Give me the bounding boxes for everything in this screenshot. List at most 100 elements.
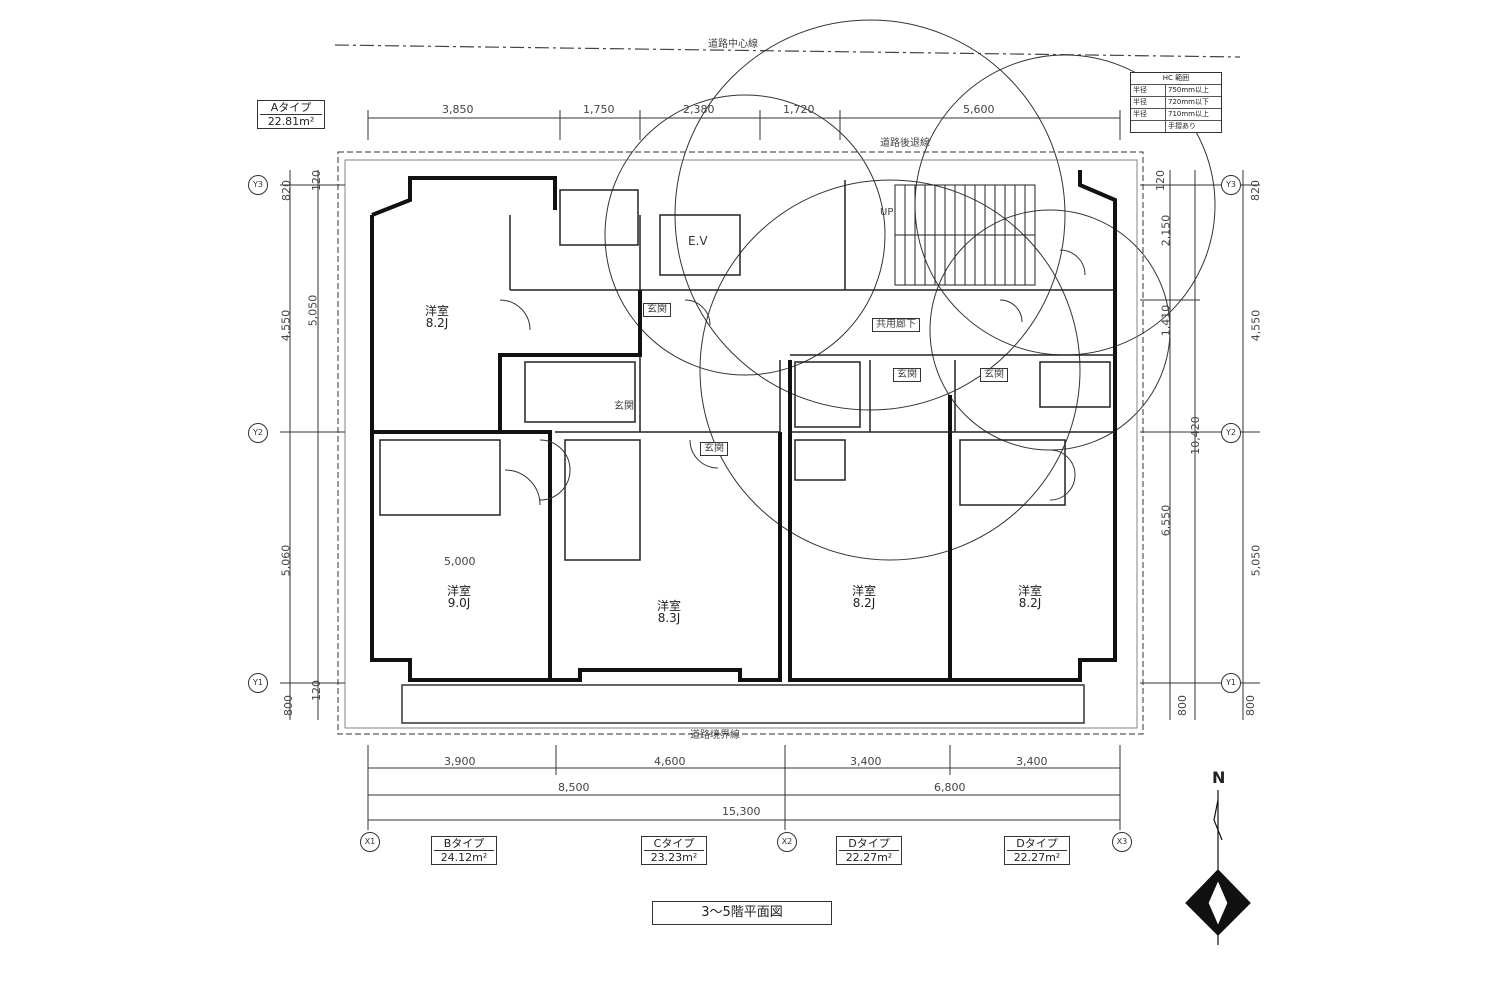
left-dim: 120	[310, 680, 323, 701]
left-dim: 820	[280, 180, 293, 201]
entrance-label: 玄関	[700, 442, 728, 456]
balcony	[401, 684, 1085, 724]
grid-mark-y2-right: Y2	[1221, 423, 1241, 443]
right-dim: 6,550	[1159, 504, 1173, 537]
room-name: 洋室	[657, 599, 682, 613]
dim-5000: 5,000	[444, 555, 476, 568]
road-setback-line-label: 道路後退線	[880, 138, 930, 149]
top-dimension-line	[367, 110, 1121, 140]
left-dim: 4,550	[279, 309, 293, 342]
room-western-a: 洋室 8.2J	[425, 305, 449, 329]
unit-type-area: 22.27m²	[1013, 851, 1061, 864]
right-dim: 4,550	[1249, 309, 1263, 342]
grid-mark-x3: X3	[1112, 832, 1132, 852]
legend-key: 半径	[1131, 109, 1166, 120]
unit-type-area: 22.27m²	[845, 851, 893, 864]
bottom-dim: 4,600	[654, 755, 686, 768]
stairs-up-label: UP	[880, 207, 894, 218]
unit-type-a: Aタイプ 22.81m²	[257, 100, 325, 129]
room-western-d2: 洋室 8.2J	[1018, 585, 1042, 609]
unit-type-d1: Dタイプ 22.27m²	[836, 836, 902, 865]
entrance-label: 玄関	[893, 368, 921, 382]
right-dim: 2,150	[1159, 214, 1173, 247]
grid-mark-y1-left: Y1	[248, 673, 268, 693]
legend-value: 720mm以下	[1168, 98, 1209, 106]
legend-value: 手摺あり	[1168, 122, 1196, 130]
room-size: 9.0J	[447, 596, 471, 610]
unit-type-area: 23.23m²	[650, 851, 698, 864]
unit-type-name: Cタイプ	[644, 837, 704, 851]
room-western-b: 洋室 9.0J	[447, 585, 471, 609]
unit-type-name: Dタイプ	[1007, 837, 1067, 851]
bottom-dim: 8,500	[558, 781, 590, 794]
grid-mark-x1: X1	[360, 832, 380, 852]
left-dim: 5,060	[279, 544, 293, 577]
right-dim: 10,420	[1188, 416, 1202, 455]
bottom-dim: 3,400	[850, 755, 882, 768]
north-label: N	[1212, 768, 1226, 787]
unit-type-d2: Dタイプ 22.27m²	[1004, 836, 1070, 865]
grid-mark-x2: X2	[777, 832, 797, 852]
left-dim: 5,050	[306, 294, 320, 327]
bottom-dimension-lines	[367, 745, 1121, 830]
top-dim: 1,750	[583, 103, 615, 116]
entrance-label: 玄関	[614, 401, 634, 412]
room-size: 8.2J	[1018, 596, 1042, 610]
room-western-d1: 洋室 8.2J	[852, 585, 876, 609]
unit-type-name: Aタイプ	[260, 101, 322, 115]
north-arrow	[1185, 790, 1251, 945]
room-western-c: 洋室 8.3J	[657, 600, 681, 624]
bottom-dim-total: 15,300	[722, 805, 761, 818]
road-boundary-line-label: 道路境界線	[690, 730, 740, 741]
grid-mark-y2-left: Y2	[248, 423, 268, 443]
building-walls	[370, 170, 1117, 682]
elevator-label: E.V	[688, 234, 708, 248]
unit-type-name: Dタイプ	[839, 837, 899, 851]
unit-type-b: Bタイプ 24.12m²	[431, 836, 497, 865]
legend-key	[1131, 121, 1166, 132]
entrance-label: 玄関	[643, 303, 671, 317]
unit-type-c: Cタイプ 23.23m²	[641, 836, 707, 865]
bottom-dim: 6,800	[934, 781, 966, 794]
top-dim: 3,850	[442, 103, 474, 116]
road-center-line	[334, 44, 1241, 58]
bottom-dim: 3,400	[1016, 755, 1048, 768]
grid-mark-y3-right: Y3	[1221, 175, 1241, 195]
room-name: 洋室	[447, 584, 472, 598]
legend-value: 710mm以上	[1168, 110, 1209, 118]
grid-mark-y3-left: Y3	[248, 175, 268, 195]
unit-type-name: Bタイプ	[434, 837, 494, 851]
legend-key: 半径	[1131, 97, 1166, 108]
right-dim: 800	[1244, 695, 1257, 716]
top-dim: 1,720	[783, 103, 815, 116]
bottom-dim: 3,900	[444, 755, 476, 768]
legend-value: 750mm以上	[1168, 86, 1209, 94]
right-dim: 820	[1249, 180, 1262, 201]
room-size: 8.2J	[852, 596, 876, 610]
right-dim: 120	[1154, 170, 1167, 191]
top-dim: 2,380	[683, 103, 715, 116]
right-dim: 800	[1176, 695, 1189, 716]
left-dim: 120	[310, 170, 323, 191]
room-name: 洋室	[1018, 584, 1043, 598]
top-dim: 5,600	[963, 103, 995, 116]
legend-key: 半径	[1131, 85, 1166, 96]
room-name: 洋室	[852, 584, 877, 598]
room-size: 8.2J	[425, 316, 449, 330]
door-swings	[499, 249, 1086, 506]
legend-header: HC 範囲	[1162, 74, 1190, 82]
floor-plan-caption: 3～5階平面図	[652, 901, 832, 925]
road-center-line-label: 道路中心線	[708, 39, 758, 50]
shared-corridor-label: 共用廊下	[872, 318, 920, 332]
unit-type-area: 22.81m²	[267, 115, 315, 128]
legend-row: 手摺あり	[1131, 120, 1221, 132]
stairs	[894, 184, 1036, 286]
unit-type-area: 24.12m²	[440, 851, 488, 864]
room-size: 8.3J	[657, 611, 681, 625]
room-name: 洋室	[425, 304, 450, 318]
